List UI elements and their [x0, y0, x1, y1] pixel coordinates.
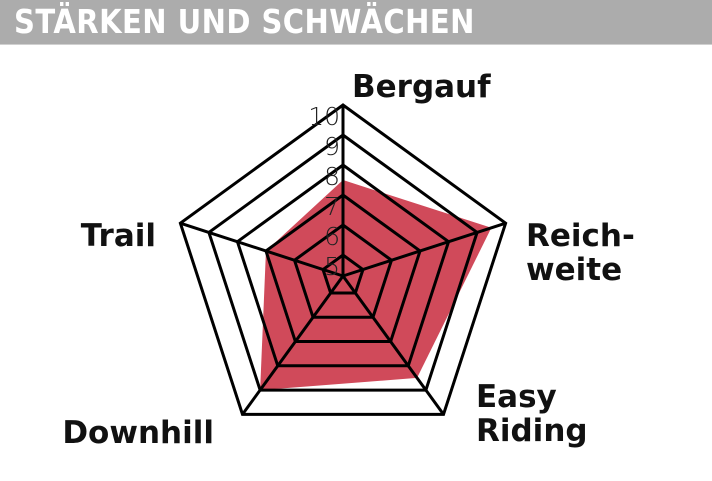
axis-line [241, 275, 345, 416]
axis-line [179, 221, 344, 278]
grid-ring-5 [321, 253, 365, 295]
axis-label-downhill: Downhill [62, 415, 214, 451]
axis-label-easy-riding: Riding [476, 413, 588, 449]
chart-title: STÄRKEN UND SCHWÄCHEN [14, 2, 475, 41]
axis-label-reichweite: Reich- [526, 218, 635, 254]
grid-ring-6 [292, 223, 394, 319]
grid-ring-9 [207, 133, 479, 392]
data-area [260, 180, 492, 391]
grid-ring-10 [178, 103, 508, 416]
tick-label: 10 [308, 102, 340, 131]
axis-line [341, 275, 445, 416]
tick-label: 6 [324, 222, 340, 251]
axis-label-reichweite: weite [526, 252, 622, 288]
tick-label: 8 [324, 162, 340, 191]
grid-ring-7 [264, 193, 422, 344]
axis-label-trail: Trail [81, 218, 156, 254]
chart-header: STÄRKEN UND SCHWÄCHEN [0, 0, 712, 45]
grid-ring-8 [235, 163, 451, 368]
tick-label: 5 [324, 252, 340, 281]
tick-label: 9 [324, 132, 340, 161]
axis-label-easy-riding: Easy [476, 379, 557, 415]
axis-label-bergauf: Bergauf [352, 69, 491, 105]
axis-line [342, 221, 507, 278]
tick-label: 7 [324, 192, 340, 221]
